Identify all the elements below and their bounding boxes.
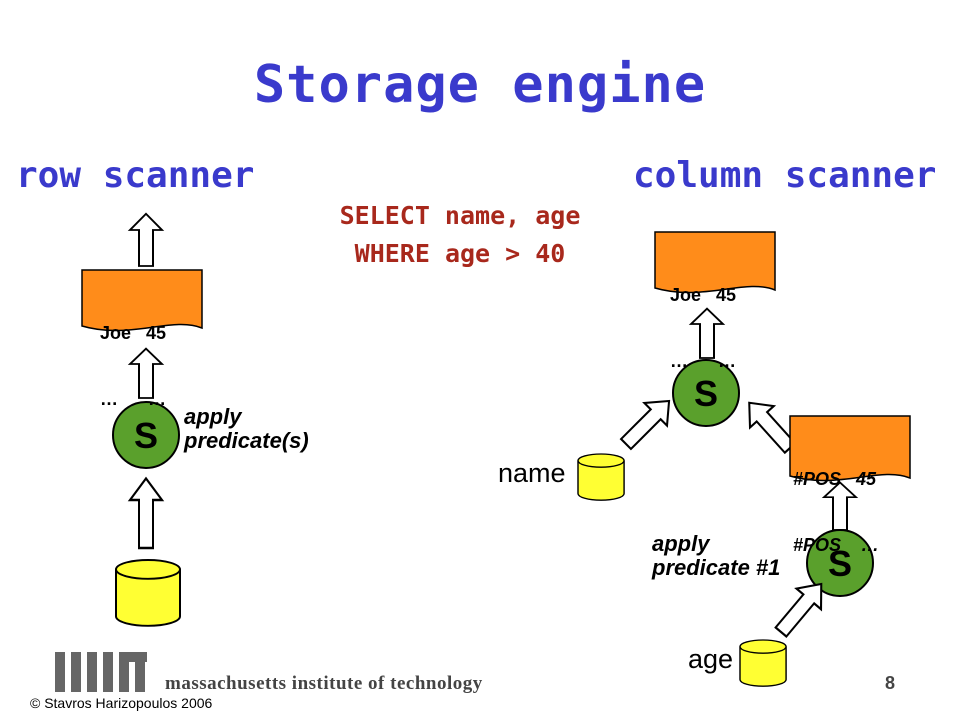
column-result-row-2: … …: [670, 351, 737, 371]
row-table-cylinder-icon: [115, 559, 181, 627]
slide-title: Storage engine: [253, 55, 707, 115]
age-column-label: age: [688, 644, 734, 674]
mit-logo-icon: [55, 648, 147, 692]
column-result-text: Joe 45 … …: [670, 240, 736, 416]
positions-document: [789, 415, 911, 482]
column-result-row-1: Joe 45: [670, 285, 737, 305]
column-predicate-label: apply predicate #1: [652, 532, 780, 580]
column-predicate-line-1: apply: [652, 531, 710, 556]
positions-text: #POS 45 #POS …: [793, 424, 879, 600]
column-merge-operator-label: S: [694, 373, 718, 414]
row-result-document: [81, 269, 203, 332]
row-predicate-label: apply predicate(s): [184, 405, 309, 453]
column-merge-operator-s: [672, 359, 740, 427]
row-operator-s: [112, 401, 180, 469]
sql-query-line-1: SELECT name, age: [339, 201, 581, 230]
column-filter-operator-label: S: [828, 543, 852, 584]
age-column-cylinder-icon: [739, 639, 787, 687]
row-result-text: Joe 45 … …: [100, 278, 166, 454]
name-column-cylinder-icon: [577, 453, 625, 501]
row-output-arrow-icon: [129, 212, 163, 267]
row-predicate-line-1: apply: [184, 404, 242, 429]
column-scanner-heading: column scanner: [633, 155, 937, 196]
row-input-arrow-icon: [128, 477, 164, 550]
row-scanner-heading: row scanner: [16, 155, 255, 196]
row-predicate-line-2: predicate(s): [184, 428, 309, 453]
sql-query: SELECT name, age WHERE age > 40: [280, 197, 640, 273]
name-column-label: name: [498, 458, 566, 488]
sql-query-line-2: WHERE age > 40: [354, 239, 566, 268]
institution-name: massachusetts institute of technology: [165, 673, 483, 694]
column-predicate-line-2: predicate #1: [652, 555, 781, 580]
copyright-notice: © Stavros Harizopoulos 2006: [30, 695, 213, 711]
row-result-row-1: Joe 45: [100, 323, 167, 343]
row-result-row-2: … …: [100, 389, 167, 409]
page-number: 8: [885, 673, 896, 693]
positions-row-1: #POS 45: [793, 469, 877, 489]
positions-row-2: #POS …: [793, 535, 880, 555]
row-operator-label: S: [134, 415, 158, 456]
column-filter-operator-s: [806, 529, 874, 597]
column-result-document: [654, 231, 776, 294]
